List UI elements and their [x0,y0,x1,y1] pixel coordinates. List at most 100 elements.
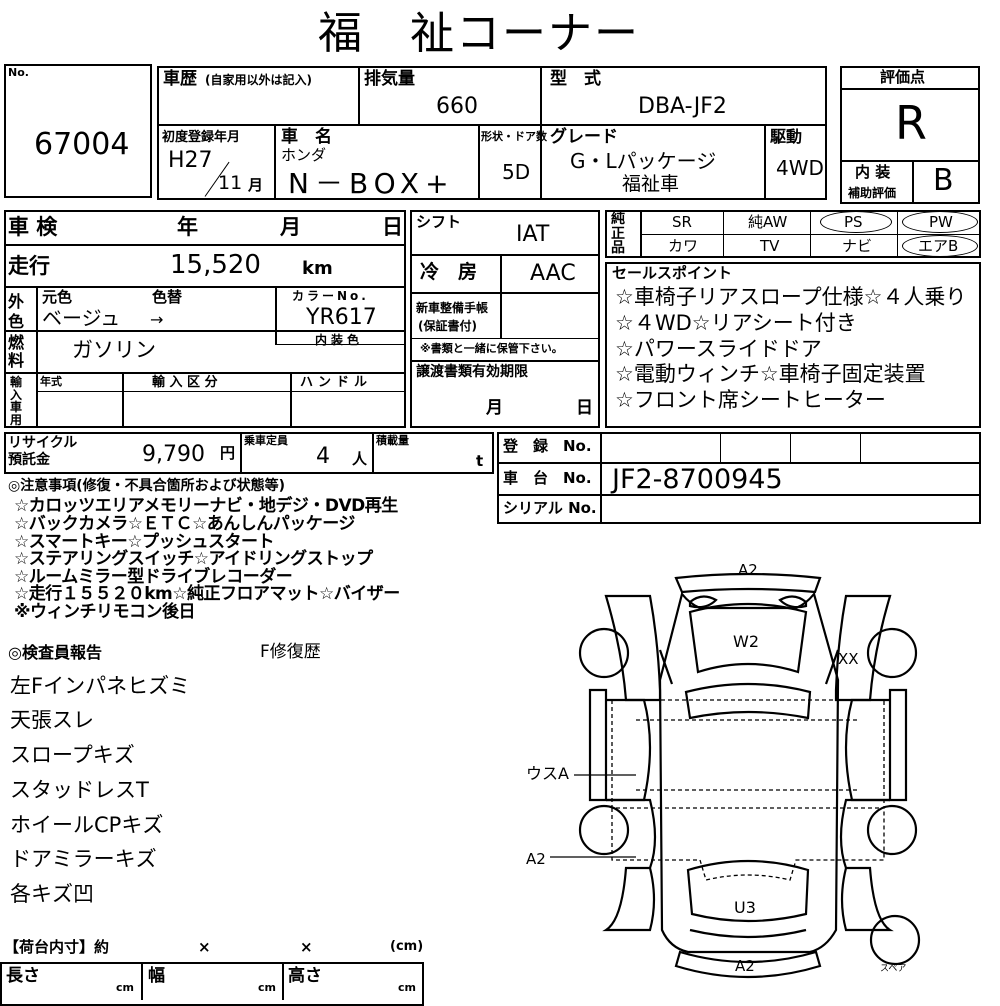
page-title: 福 祉コーナー [318,8,640,59]
equip-sr: SR [672,213,692,231]
sales-points-box [605,262,981,428]
transfer-day: 日 [576,398,593,418]
equip-navi: ナビ [842,237,873,255]
capacity-unit: 人 [352,450,368,468]
chassis-value: JF2-8700945 [612,464,783,495]
grade-line2: 福祉車 [622,173,680,195]
middle-left-table [4,210,406,428]
score-value: R [895,96,927,150]
registration-label: 登 録 No. [503,437,592,455]
orig-color-value: ベージュ [42,306,121,330]
shaken-year: 年 [177,215,198,239]
recycle-value: 9,790 [142,442,205,467]
cargo-x1: × [198,938,211,956]
shaken-day: 日 [382,215,403,239]
note-line-3: ☆スマートキー☆プッシュスタート [14,532,274,552]
note-line-5: ☆ルームミラー型ドライブレコーダー [14,567,293,587]
registration-table [497,432,981,524]
sales-points-label: セールスポイント [612,264,733,282]
color-code-value: YR617 [306,305,377,330]
sales-point-2: ☆４WD☆リアシート付き [615,311,857,335]
orig-color-label: 元色 [42,288,73,306]
history-label: 車歴 [163,69,197,89]
equip-airbag: エアB [918,237,959,255]
car-name-label: 車 名 [281,127,332,147]
note-line-1: ☆カロッツエリアメモリーナビ・地デジ・DVD再生 [14,496,398,516]
equip-airbag-circle [902,235,978,257]
lot-number: 67004 [34,127,130,162]
import-class-label: 輸 入 区 分 [152,375,218,390]
load-label: 積載量 [376,434,409,447]
sales-point-1: ☆車椅子リアスロープ仕様☆４人乗り [615,285,967,309]
recycle-label2: 預託金 [8,452,50,468]
recycle-row [4,432,494,474]
evaluation-box [840,66,980,204]
first-reg-month-unit: 月 [248,176,264,194]
lot-box [4,64,152,198]
chassis-label: 車 台 No. [503,469,592,487]
equip-ps: PS [844,213,863,231]
equip-ps-circle [820,211,892,233]
model-label: 型 式 [550,69,601,89]
mark-xx: XX [838,650,859,668]
cargo-unit: (cm) [390,939,424,954]
mark-w2: W2 [733,632,759,651]
import-label: 輸入車用 [10,375,23,427]
color-arrow: → [150,310,164,329]
cargo-length-label: 長さ [6,966,40,986]
sales-point-5: ☆フロント席シートヒーター [615,388,886,412]
inspector-label: ◎検査員報告 [8,643,102,662]
middle-center-table [410,210,600,428]
service-book-label1: 新車整備手帳 [416,301,489,315]
grade-line1: G・Lパッケージ [570,149,717,173]
equip-leather: カワ [668,237,699,255]
inspector-line-3: スロープキズ [10,743,135,767]
mileage-label: 走行 [8,254,50,278]
interior-color-label: 内装色 [315,333,364,347]
shaken-month: 月 [280,215,301,239]
transfer-label: 譲渡書類有効期限 [416,364,528,380]
inspector-line-2: 天張スレ [10,708,94,732]
cargo-x2: × [300,938,313,956]
aircon-label: 冷 房 [420,261,478,283]
car-maker: ホンダ [281,146,327,164]
note-line-4: ☆ステアリングスイッチ☆アイドリングストップ [14,549,373,569]
drive-label: 駆動 [770,127,803,146]
model-value: DBA-JF2 [638,94,727,119]
note-line-7: ※ウィンチリモコン後日 [14,602,196,622]
aircon-value: AAC [530,261,576,286]
drive-value: 4WD [776,156,824,180]
spare-label: スペア [880,964,907,974]
interior-score-value: B [933,163,954,198]
note-line-2: ☆バックカメラ☆ＥＴＣ☆あんしんパッケージ [14,514,355,534]
equip-tv: TV [760,237,780,255]
inspector-repair: F修復歴 [260,642,321,662]
mark-u3: U3 [734,898,756,917]
capacity-label: 乗車定員 [244,434,288,447]
cargo-height-label: 高さ [288,966,322,986]
recycle-unit: 円 [220,444,236,462]
service-book-label2: (保証書付) [418,319,477,333]
history-sub: (自家用以外は記入) [205,73,312,87]
doors-label: 形状・ドア数 [481,130,547,143]
cargo-height-cm: cm [398,981,416,994]
notes-label: ◎注意事項(修復・不具合箇所および状態等) [8,478,286,494]
import-year-label: 年式 [40,375,62,388]
cargo-length-cm: cm [116,981,134,994]
note-line-6: ☆走行１５５２０km☆純正フロアマット☆バイザー [14,584,400,604]
equipment-label: 純正品 [611,211,625,256]
first-reg-month: 11 [218,172,243,194]
inspector-line-1: 左Fインパネヒズミ [10,674,191,698]
mileage-value: 15,520 [170,250,261,280]
color-label: 外色 [8,292,25,331]
mark-left-a2: A2 [526,850,546,868]
shift-label: シフト [416,213,462,231]
sales-point-3: ☆パワースライドドア [615,337,822,361]
change-color-label: 色替 [152,288,183,306]
service-book-note: ※書類と一緒に保管下さい。 [420,342,563,355]
engine-label: 排気量 [364,69,415,89]
cargo-label: 【荷台内寸】約 [4,938,110,956]
mark-front-a2: A2 [738,561,758,579]
engine-value: 660 [436,94,478,119]
mark-left-a: ウスA [526,764,569,783]
